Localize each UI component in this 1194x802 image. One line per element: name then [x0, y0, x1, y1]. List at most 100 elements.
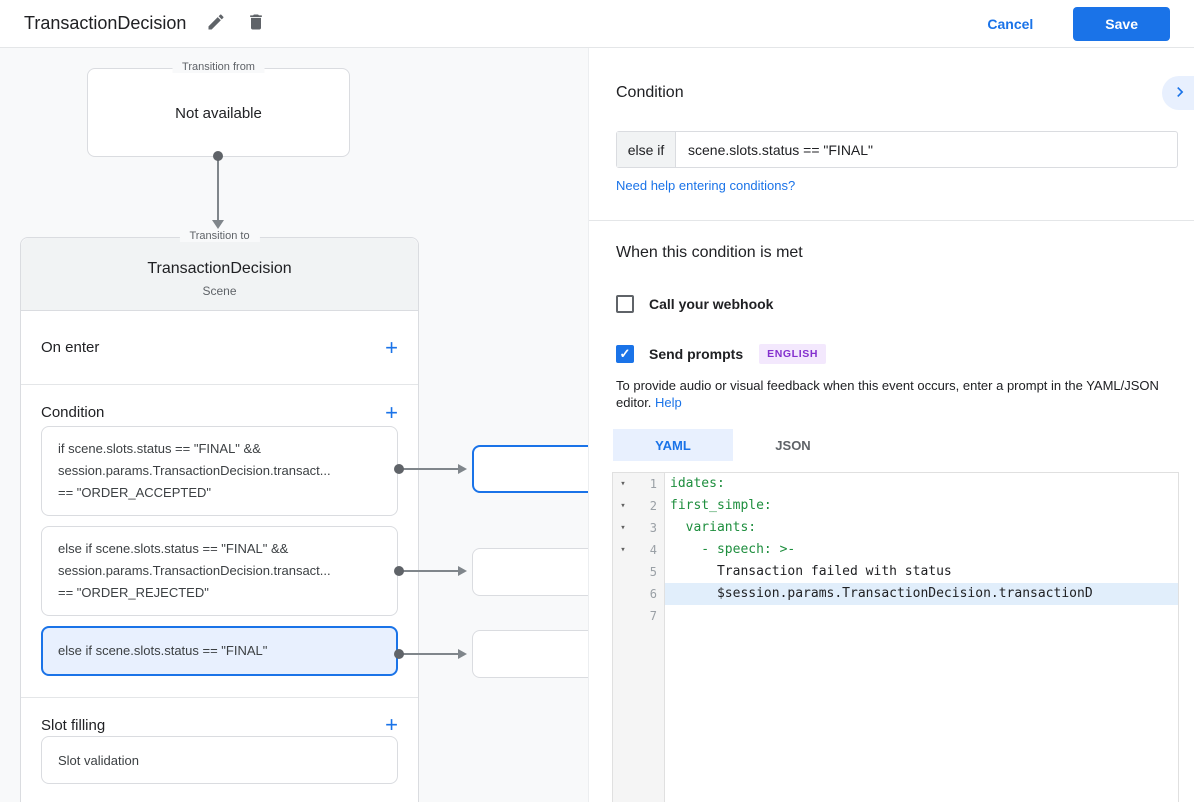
condition-help-link[interactable]: Need help entering conditions? [616, 178, 796, 193]
edit-scene-button[interactable] [200, 6, 232, 41]
condition-card-line: else if scene.slots.status == "FINAL" [58, 643, 268, 658]
connector-line [402, 570, 460, 572]
scene-title: TransactionDecision [147, 260, 292, 277]
condition-card-line: session.params.TransactionDecision.trans… [58, 463, 331, 478]
connector-dot [394, 649, 404, 659]
transition-target-node-3[interactable] [472, 630, 588, 678]
send-prompts-row: ✓ Send prompts ENGLISH [616, 344, 826, 364]
connector-dot [213, 151, 223, 161]
code-line-7: 7 [613, 605, 1178, 627]
scene-flow-canvas: Transition from Not available Transition… [0, 48, 588, 802]
fold-arrow-icon[interactable]: ▾ [620, 479, 626, 489]
line-number: 6 [649, 587, 657, 601]
scene-card-header: TransactionDecision Scene [21, 238, 418, 311]
transition-to-legend: Transition to [179, 230, 260, 242]
yaml-code-editor[interactable]: ▾1 idates: ▾2 first_simple: ▾3 variants:… [612, 472, 1179, 802]
condition-card-1[interactable]: if scene.slots.status == "FINAL" && sess… [41, 426, 398, 516]
connector-line [402, 653, 460, 655]
transition-target-node-2[interactable] [472, 548, 588, 596]
language-badge: ENGLISH [759, 344, 826, 364]
slot-filling-section: Slot filling + Slot validation [21, 698, 418, 784]
fold-arrow-icon[interactable]: ▾ [620, 501, 626, 511]
arrow-right-icon [458, 649, 467, 659]
fold-arrow-icon[interactable]: ▾ [620, 545, 626, 555]
transition-from-legend: Transition from [172, 61, 265, 73]
tab-json[interactable]: JSON [733, 429, 853, 461]
slot-filling-label: Slot filling [41, 716, 106, 734]
scene-subtitle: Scene [202, 284, 237, 298]
pencil-icon [206, 12, 226, 35]
on-enter-section: On enter + [21, 311, 418, 385]
slot-validation-label: Slot validation [58, 752, 139, 768]
top-bar: TransactionDecision Cancel Save [0, 0, 1194, 48]
condition-section-label: Condition [41, 404, 105, 421]
transition-from-node: Transition from Not available [87, 61, 350, 157]
code-text: $session.params.TransactionDecision.tran… [665, 583, 1178, 605]
tab-yaml[interactable]: YAML [613, 429, 733, 461]
send-prompts-label: Send prompts [649, 346, 744, 362]
code-line-4: ▾ 4 - speech: >- [613, 539, 1178, 561]
chevron-right-icon [1170, 82, 1190, 105]
arrow-right-icon [458, 566, 467, 576]
help-link[interactable]: Help [655, 395, 682, 410]
condition-card-line: else if scene.slots.status == "FINAL" && [58, 541, 289, 556]
line-number: 7 [649, 609, 657, 623]
prompt-editor-description: To provide audio or visual feedback when… [616, 377, 1172, 411]
condition-card-line: == "ORDER_ACCEPTED" [58, 485, 211, 500]
panel-title: Condition [616, 84, 684, 101]
slot-validation-card[interactable]: Slot validation [41, 736, 398, 784]
connector-line [217, 160, 219, 220]
send-prompts-checkbox[interactable]: ✓ [616, 345, 634, 363]
add-slot-button[interactable]: + [385, 712, 398, 737]
description-text: To provide audio or visual feedback when… [616, 378, 1159, 410]
line-number: 1 [649, 477, 657, 491]
code-line-1: ▾ 1 idates: [613, 473, 1178, 495]
code-text: idates: [670, 476, 725, 491]
condition-card-line: == "ORDER_REJECTED" [58, 585, 209, 600]
add-condition-button[interactable]: + [385, 399, 398, 425]
line-number: 3 [649, 521, 657, 535]
condition-section: Condition + if scene.slots.status == "FI… [21, 385, 418, 698]
editor-empty-area [613, 627, 1178, 802]
condition-detail-panel: Condition else if Need help entering con… [588, 48, 1194, 802]
save-button[interactable]: Save [1073, 6, 1170, 41]
code-text: variants: [670, 520, 757, 535]
transition-to-card: Transition to TransactionDecision Scene … [20, 230, 419, 802]
collapse-panel-button[interactable] [1162, 76, 1194, 110]
code-text: first_simple: [670, 498, 772, 513]
condition-expression-field: else if [616, 131, 1178, 168]
condition-card-line: if scene.slots.status == "FINAL" && [58, 441, 261, 456]
webhook-row: Call your webhook [616, 295, 773, 313]
trash-icon [246, 12, 266, 35]
condition-card-3-selected[interactable]: else if scene.slots.status == "FINAL" [41, 626, 398, 676]
editor-tabs: YAML JSON [613, 429, 853, 461]
call-webhook-label: Call your webhook [649, 296, 774, 312]
connector-dot [394, 566, 404, 576]
code-line-3: ▾ 3 variants: [613, 517, 1178, 539]
condition-card-2[interactable]: else if scene.slots.status == "FINAL" &&… [41, 526, 398, 616]
fold-arrow-icon[interactable]: ▾ [620, 523, 626, 533]
code-line-6: 6 $session.params.TransactionDecision.tr… [613, 583, 1178, 605]
connector-dot [394, 464, 404, 474]
code-line-5: 5 Transaction failed with status [613, 561, 1178, 583]
transition-target-node-1[interactable] [472, 445, 588, 493]
delete-scene-button[interactable] [240, 6, 272, 41]
condition-prefix-label: else if [617, 132, 676, 167]
panel-divider [589, 220, 1194, 221]
when-condition-met-heading: When this condition is met [616, 244, 803, 261]
call-webhook-checkbox[interactable] [616, 295, 634, 313]
on-enter-label: On enter [41, 339, 100, 356]
add-on-enter-button[interactable]: + [385, 334, 398, 360]
condition-expression-input[interactable] [676, 132, 1177, 167]
cancel-button[interactable]: Cancel [987, 15, 1034, 32]
code-text: - speech: >- [670, 542, 796, 557]
code-text [665, 605, 1178, 627]
line-number: 5 [649, 565, 657, 579]
connector-line [402, 468, 460, 470]
arrow-right-icon [458, 464, 467, 474]
condition-card-line: session.params.TransactionDecision.trans… [58, 563, 331, 578]
arrow-down-icon [212, 220, 224, 229]
transition-from-value: Not available [175, 105, 262, 122]
line-number: 4 [649, 543, 657, 557]
page-title: TransactionDecision [24, 13, 187, 33]
